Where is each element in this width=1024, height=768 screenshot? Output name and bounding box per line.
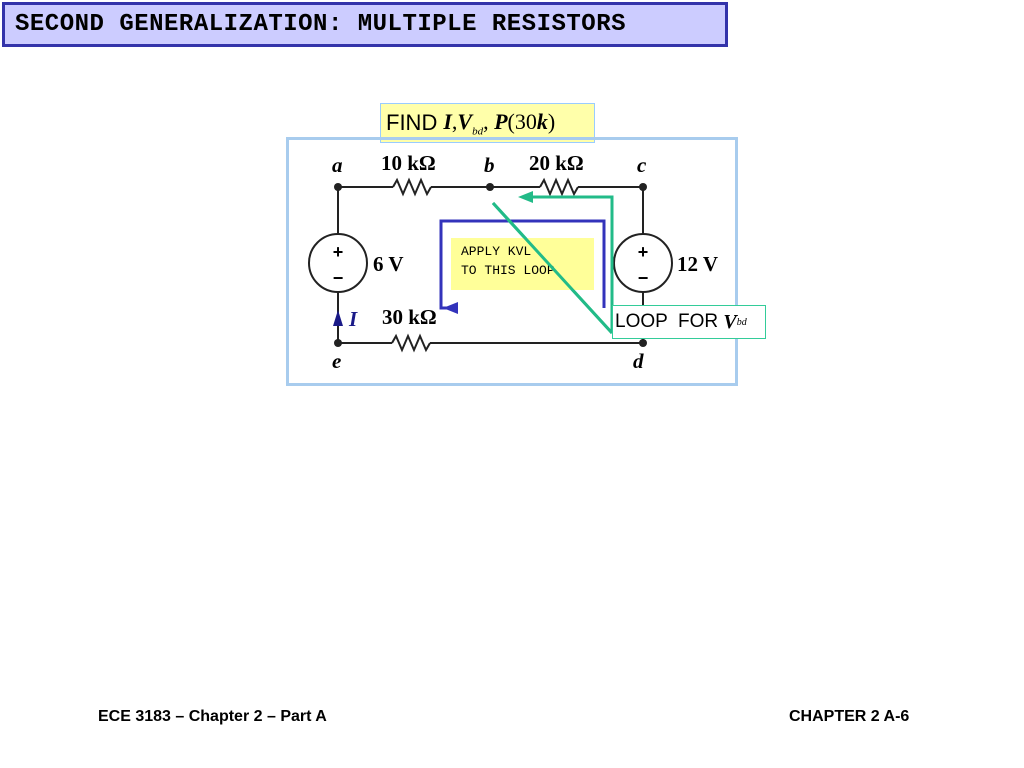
right-minus: −	[638, 268, 649, 288]
footer-course: ECE 3183 – Chapter 2 – Part A	[98, 708, 327, 725]
circuit-frame	[286, 137, 738, 386]
voltage-source-12v	[613, 233, 673, 293]
find-v-sub: bd	[472, 125, 484, 138]
title-banner: SECOND GENERALIZATION: MULTIPLE RESISTOR…	[2, 2, 728, 47]
find-p-arg-open: (30	[507, 108, 537, 134]
kvl-note-line1: APPLY KVL	[461, 244, 532, 259]
loop-for-v-symbol: V	[723, 310, 737, 333]
resistor-20k-label: 20 kΩ	[529, 151, 584, 175]
kvl-loop-arrowhead	[443, 302, 458, 314]
current-label: I	[348, 307, 358, 331]
find-v-symbol: V	[457, 108, 473, 134]
node-b-label: b	[484, 153, 495, 177]
resistor-10k-label: 10 kΩ	[381, 151, 436, 175]
loop-for-text: LOOP FOR	[615, 311, 724, 332]
resistor-30k-label: 30 kΩ	[382, 305, 437, 329]
node-e-dot	[334, 339, 342, 347]
loop-for-v-sub: bd	[736, 316, 747, 328]
node-a-label: a	[332, 153, 343, 177]
voltage-source-6v	[308, 233, 368, 293]
find-p-arg-k: k	[536, 108, 548, 134]
kvl-note-line2: TO THIS LOOP	[461, 263, 555, 278]
resistor-20k	[539, 177, 579, 197]
footer-slide-number: CHAPTER 2 A-6	[789, 708, 910, 725]
current-arrow	[333, 310, 343, 326]
find-p-symbol: P	[494, 108, 508, 134]
find-box: FIND I,Vbd, P(30k)	[380, 103, 595, 143]
kvl-note: APPLY KVL TO THIS LOOP	[451, 238, 594, 290]
node-c-dot	[639, 183, 647, 191]
node-e-label: e	[332, 349, 341, 373]
slide-title: SECOND GENERALIZATION: MULTIPLE RESISTOR…	[15, 11, 626, 38]
node-d-dot	[639, 339, 647, 347]
find-p-arg-close: )	[547, 108, 556, 134]
source-12v-label: 12 V	[677, 252, 718, 276]
left-plus: +	[333, 242, 344, 262]
green-loop-arrowhead	[518, 191, 533, 203]
node-a-dot	[334, 183, 342, 191]
node-c-label: c	[637, 153, 647, 177]
resistor-10k	[392, 177, 432, 197]
node-b-dot	[486, 183, 494, 191]
resistor-30k	[391, 333, 431, 353]
left-minus: −	[333, 268, 344, 288]
find-expression: I,Vbd, P(30k)	[443, 108, 556, 138]
node-d-label: d	[633, 349, 644, 373]
source-6v-label: 6 V	[373, 252, 404, 276]
find-prefix: FIND	[386, 110, 438, 135]
right-plus: +	[638, 242, 649, 262]
